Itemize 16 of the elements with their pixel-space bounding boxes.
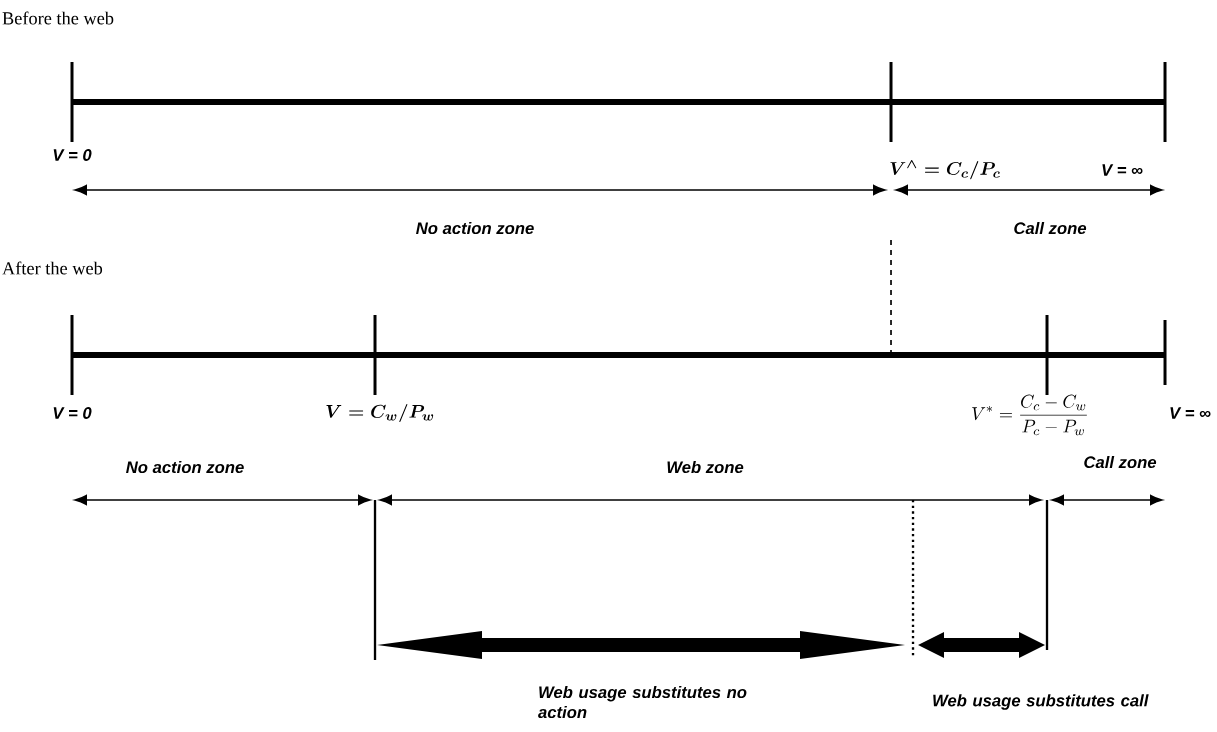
zone-label: Call zone bbox=[1014, 221, 1087, 235]
zone-label: No action zone bbox=[416, 221, 534, 235]
formula: $V^{*} = \frac{C_c - C_w}{P_c - P_w}$ bbox=[972, 394, 1087, 436]
value-label: V = 0 bbox=[53, 149, 92, 161]
value-label: $\boldsymbol{V^{\wedge} = C_c / P_c}$ bbox=[890, 160, 1000, 180]
usage-label: Web usage substitutes call bbox=[933, 694, 1149, 710]
value-label: V = ∞ bbox=[1102, 164, 1143, 176]
value-label: V = 0 bbox=[53, 407, 92, 419]
zone-label: No action zone bbox=[126, 460, 244, 474]
zone-label: Call zone bbox=[1084, 455, 1157, 469]
value-label: V = ∞ bbox=[1170, 407, 1211, 419]
zone-label: Web zone bbox=[667, 460, 744, 474]
usage-label: Web usage substitutes no action bbox=[538, 685, 747, 719]
heading: Before the web bbox=[2, 11, 114, 25]
heading: After the web bbox=[2, 261, 103, 275]
value-label: $\boldsymbol{V = C_w / P_w}$ bbox=[326, 403, 434, 423]
